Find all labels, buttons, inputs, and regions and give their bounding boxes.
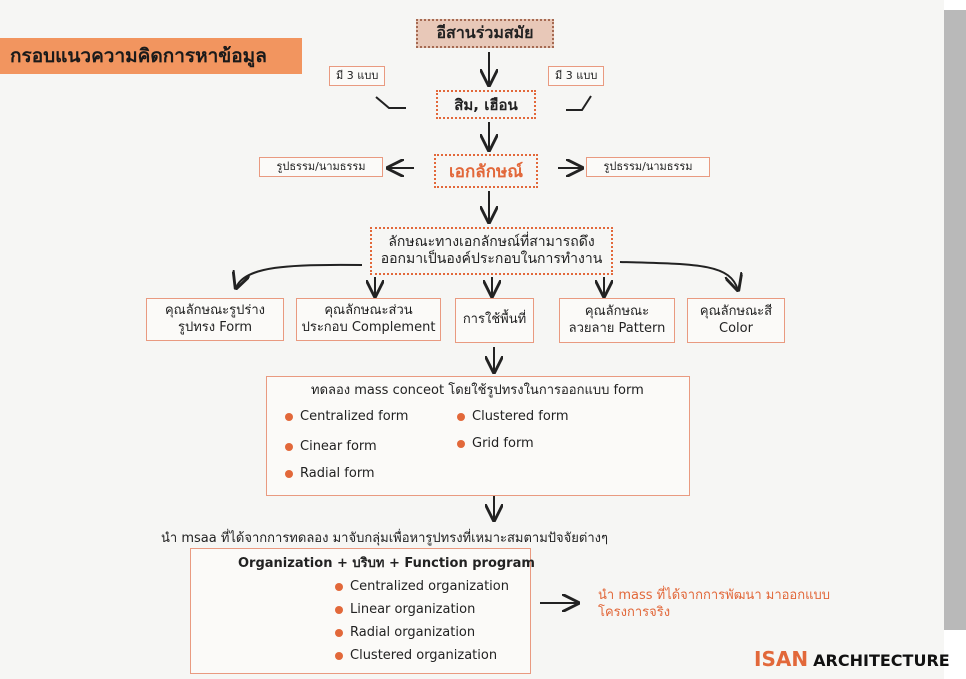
bullet-icon bbox=[335, 583, 343, 592]
node-identity-traits-line1: ลักษณะทางเอกลักษณ์ที่สามารถดึง bbox=[388, 234, 595, 251]
scroll-rail[interactable] bbox=[944, 10, 966, 630]
organization-item-centralized: Centralized organization bbox=[335, 579, 509, 595]
node-identity-traits[interactable]: ลักษณะทางเอกลักษณ์ที่สามารถดึง ออกมาเป็น… bbox=[370, 227, 613, 275]
experiment-item-clustered: Clustered form bbox=[457, 409, 569, 425]
step-text: นำ msaa ที่ได้จากการทดลอง มาจับกลุ่มเพื่… bbox=[161, 531, 608, 546]
experiment-heading: ทดลอง mass conceot โดยใช้รูปทรงในการออกแ… bbox=[311, 383, 644, 398]
zigzag-left bbox=[375, 96, 406, 109]
bullet-icon bbox=[457, 413, 465, 422]
side-note-right-mid: รูปธรรม/นามธรรม bbox=[586, 157, 710, 177]
experiment-item-label: Radial form bbox=[300, 466, 375, 481]
node-identity[interactable]: เอกลักษณ์ bbox=[434, 154, 538, 188]
organization-item-label: Clustered organization bbox=[350, 648, 498, 663]
experiment-item-centralized: Centralized form bbox=[285, 409, 408, 425]
feature-form-line1: คุณลักษณะรูปร่าง bbox=[164, 303, 266, 319]
experiment-item-linear: Cinear form bbox=[285, 439, 377, 455]
organization-item-clustered: Clustered organization bbox=[335, 648, 497, 664]
organization-item-label: Linear organization bbox=[350, 602, 476, 617]
feature-box-form[interactable]: คุณลักษณะรูปร่างรูปทรง Form bbox=[146, 298, 284, 341]
organization-box: Organization + บริบท + Function program … bbox=[190, 548, 535, 674]
feature-box-complement[interactable]: คุณลักษณะส่วนประกอบ Complement bbox=[296, 298, 441, 341]
feature-pattern-line2: ลวยลาย Pattern bbox=[568, 320, 666, 336]
logo-isan: ISAN bbox=[754, 647, 809, 671]
experiment-item-label: Centralized form bbox=[300, 409, 409, 424]
feature-color-line1: คุณลักษณะสี bbox=[699, 304, 773, 320]
feature-box-pattern[interactable]: คุณลักษณะลวยลาย Pattern bbox=[559, 298, 675, 343]
feature-box-space[interactable]: การใช้พื้นที่ bbox=[455, 298, 534, 343]
bullet-icon bbox=[285, 443, 293, 452]
side-note-left-top: มี 3 แบบ bbox=[329, 66, 386, 86]
organization-item-label: Centralized organization bbox=[350, 579, 509, 594]
feature-complement-line2: ประกอบ Complement bbox=[301, 319, 436, 335]
top-node[interactable]: อีสานร่วมสมัย bbox=[416, 19, 554, 48]
organization-heading: Organization + บริบท + Function program bbox=[238, 556, 535, 571]
result-text: นำ mass ที่ได้จากการพัฒนา มาออกแบบ โครงก… bbox=[598, 588, 898, 622]
organization-item-label: Radial organization bbox=[350, 625, 476, 640]
branch-far-right bbox=[619, 261, 738, 290]
zigzag-right bbox=[566, 95, 592, 111]
feature-box-color[interactable]: คุณลักษณะสีColor bbox=[687, 298, 785, 343]
result-line1: นำ mass ที่ได้จากการพัฒนา มาออกแบบ bbox=[598, 588, 830, 603]
node-sim-huean[interactable]: สิม, เฮือน bbox=[436, 90, 536, 119]
feature-complement-line1: คุณลักษณะส่วน bbox=[324, 303, 413, 319]
bullet-icon bbox=[335, 606, 343, 615]
bullet-icon bbox=[335, 629, 343, 638]
node-identity-traits-line2: ออกมาเป็นองค์ประกอบในการทำงาน bbox=[380, 251, 603, 267]
experiment-item-radial: Radial form bbox=[285, 466, 375, 482]
logo: ISAN ARCHITECTURE bbox=[754, 647, 950, 671]
bullet-icon bbox=[457, 440, 465, 449]
experiment-item-label: Grid form bbox=[472, 436, 534, 451]
feature-form-line2: รูปทรง Form bbox=[177, 319, 252, 335]
feature-space-label: การใช้พื้นที่ bbox=[462, 312, 527, 328]
organization-item-linear: Linear organization bbox=[335, 602, 475, 618]
bullet-icon bbox=[285, 470, 293, 479]
result-line2: โครงการจริง bbox=[598, 604, 671, 620]
side-note-left-mid: รูปธรรม/นามธรรม bbox=[259, 157, 383, 177]
side-note-right-top: มี 3 แบบ bbox=[548, 66, 605, 86]
experiment-item-label: Cinear form bbox=[300, 439, 377, 454]
logo-architecture: ARCHITECTURE bbox=[813, 651, 950, 670]
experiment-box: ทดลอง mass conceot โดยใช้รูปทรงในการออกแ… bbox=[266, 376, 690, 496]
page-title: กรอบแนวความคิดการหาข้อมูล bbox=[0, 38, 302, 74]
feature-color-line2: Color bbox=[719, 320, 753, 336]
organization-item-radial: Radial organization bbox=[335, 625, 475, 641]
experiment-item-label: Clustered form bbox=[472, 409, 569, 424]
experiment-item-grid: Grid form bbox=[457, 436, 534, 452]
branch-far-left bbox=[236, 263, 363, 288]
bullet-icon bbox=[285, 413, 293, 422]
feature-pattern-line1: คุณลักษณะ bbox=[584, 304, 650, 320]
bullet-icon bbox=[335, 652, 343, 661]
